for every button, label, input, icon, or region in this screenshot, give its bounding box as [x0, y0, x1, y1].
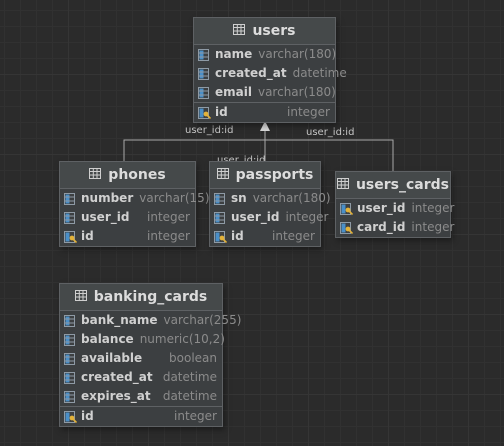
column-row-users_cards-user_id[interactable]: user_id integer	[336, 199, 454, 218]
column-name: balance	[81, 332, 134, 346]
column-row-users-id[interactable]: id integer	[194, 102, 335, 122]
column-name: id	[215, 105, 228, 119]
primary-key-icon	[214, 230, 231, 243]
column-type: numeric(10,2)	[139, 332, 225, 346]
relation-label-users_cards-users: user_id:id	[306, 127, 355, 138]
column-name: id	[81, 409, 94, 423]
column-row-users_cards-card_id[interactable]: card_id integer	[336, 218, 454, 237]
column-type: integer	[272, 229, 315, 243]
table-title: users	[252, 23, 296, 39]
column-icon	[198, 86, 215, 99]
column-name: created_at	[215, 66, 287, 80]
column-type: integer	[411, 220, 455, 234]
column-row-banking_cards-id[interactable]: id integer	[60, 406, 222, 426]
column-icon	[64, 333, 81, 346]
column-row-phones-id[interactable]: id integer	[60, 227, 195, 246]
column-type: integer	[147, 229, 190, 243]
relation-label-phones-users: user_id:id	[185, 125, 234, 136]
primary-key-icon	[340, 202, 357, 215]
column-row-banking_cards-created_at[interactable]: created_at datetime	[60, 368, 222, 387]
table-icon	[216, 167, 229, 183]
column-icon	[64, 314, 81, 327]
table-banking_cards[interactable]: banking_cards bank_name varchar(255) balanc…	[59, 283, 241, 427]
table-title: banking_cards	[93, 289, 208, 305]
column-icon	[214, 192, 231, 205]
column-row-passports-sn[interactable]: sn varchar(180)	[210, 189, 331, 208]
column-name: card_id	[357, 220, 406, 234]
column-row-users-email[interactable]: email varchar(180)	[194, 83, 336, 102]
relation-label-passports-users: user_id:id	[217, 155, 265, 167]
table-icon	[233, 23, 246, 39]
column-type: integer	[285, 210, 329, 224]
column-name: available	[81, 351, 143, 365]
primary-key-icon	[64, 230, 81, 243]
column-type: varchar(255)	[163, 313, 242, 327]
column-icon	[64, 192, 81, 205]
table-header-passports[interactable]: passports	[210, 162, 320, 189]
column-row-phones-number[interactable]: number varchar(15)	[60, 189, 210, 208]
column-row-banking_cards-available[interactable]: available boolean	[60, 349, 222, 368]
column-name: user_id	[81, 210, 130, 224]
table-title: phones	[108, 167, 166, 183]
column-name: name	[215, 47, 253, 61]
column-type: varchar(180)	[252, 191, 331, 205]
column-type: datetime	[162, 389, 217, 403]
column-icon	[214, 211, 231, 224]
column-name: email	[215, 85, 252, 99]
column-name: user_id	[231, 210, 280, 224]
column-type: datetime	[292, 66, 347, 80]
column-type: boolean	[169, 351, 217, 365]
column-name: bank_name	[81, 313, 158, 327]
table-title: passports	[235, 167, 314, 183]
column-name: number	[81, 191, 134, 205]
table-header-banking_cards[interactable]: banking_cards	[60, 284, 222, 311]
column-icon	[64, 352, 81, 365]
column-name: created_at	[81, 370, 153, 384]
table-header-users_cards[interactable]: users_cards	[336, 172, 450, 199]
column-name: sn	[231, 191, 247, 205]
column-row-banking_cards-bank_name[interactable]: bank_name varchar(255)	[60, 311, 241, 330]
column-icon	[64, 211, 81, 224]
column-row-banking_cards-balance[interactable]: balance numeric(10,2)	[60, 330, 225, 349]
column-icon	[64, 390, 81, 403]
column-row-banking_cards-expires_at[interactable]: expires_at datetime	[60, 387, 222, 406]
column-name: user_id	[357, 201, 406, 215]
column-type: integer	[174, 409, 217, 423]
column-type: varchar(15)	[139, 191, 210, 205]
column-icon	[198, 48, 215, 61]
column-row-users-created_at[interactable]: created_at datetime	[194, 64, 347, 83]
table-icon	[336, 177, 349, 193]
column-type: integer	[147, 210, 190, 224]
table-title: users_cards	[355, 177, 450, 193]
column-name: expires_at	[81, 389, 151, 403]
column-row-phones-user_id[interactable]: user_id integer	[60, 208, 195, 227]
table-header-phones[interactable]: phones	[60, 162, 195, 189]
table-users[interactable]: users name varchar(180) created_at datetime e…	[193, 17, 347, 123]
column-icon	[198, 67, 215, 80]
column-icon	[64, 371, 81, 384]
table-header-users[interactable]: users	[194, 18, 335, 45]
column-type: varchar(180)	[257, 85, 336, 99]
table-icon	[74, 289, 87, 305]
primary-key-icon	[198, 106, 215, 119]
column-type: integer	[411, 201, 455, 215]
column-name: id	[81, 229, 94, 243]
column-type: integer	[287, 105, 330, 119]
column-type: datetime	[162, 370, 217, 384]
column-name: id	[231, 229, 244, 243]
column-row-passports-id[interactable]: id integer	[210, 227, 320, 246]
table-icon	[89, 167, 102, 183]
column-row-passports-user_id[interactable]: user_id integer	[210, 208, 328, 227]
column-type: varchar(180)	[258, 47, 337, 61]
primary-key-icon	[64, 410, 81, 423]
primary-key-icon	[340, 221, 357, 234]
column-row-users-name[interactable]: name varchar(180)	[194, 45, 337, 64]
